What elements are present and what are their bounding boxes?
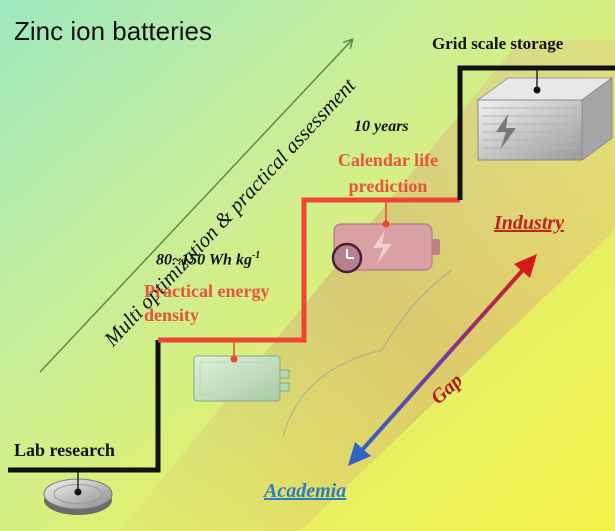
- caption-arrow: [39, 40, 352, 373]
- energy-density-value-sup: -1: [251, 250, 261, 261]
- academia-label: Academia: [264, 480, 347, 502]
- progress-band: [120, 40, 615, 531]
- energy-density-label: Practical energy density: [144, 281, 270, 325]
- stair-practical-segment: [158, 197, 460, 343]
- industry-label: Industry: [494, 212, 565, 234]
- battery-clock-icon: [331, 200, 440, 274]
- gap-bracket: [282, 269, 453, 438]
- energy-density-value: 80~150 Wh kg-1: [156, 250, 260, 269]
- gap-arrow: [353, 260, 532, 460]
- figure-title: Zinc ion batteries: [14, 16, 212, 46]
- stair-grid-segment: [457, 65, 615, 200]
- grid-cabinet-icon: [476, 70, 614, 161]
- stair-lab-segment: [8, 340, 161, 473]
- coin-cell-icon: [43, 470, 113, 515]
- energy-density-value-text: 80~150 Wh kg: [156, 251, 252, 269]
- gap-arrow-head-academia: [348, 442, 371, 466]
- gap-arrow-head-industry: [514, 254, 537, 278]
- calendar-life-label: Calendar life prediction: [337, 150, 439, 196]
- lab-research-label: Lab research: [14, 440, 115, 460]
- pouch-cell-icon: [193, 342, 290, 402]
- calendar-life-value: 10 years: [354, 118, 409, 135]
- grid-storage-label: Grid scale storage: [432, 34, 564, 53]
